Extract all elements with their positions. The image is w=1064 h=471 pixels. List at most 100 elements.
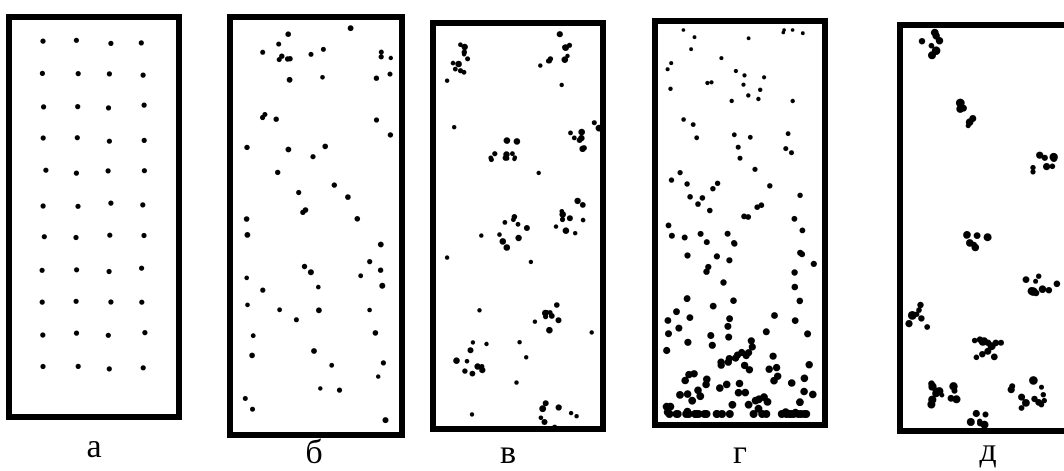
dot [75, 135, 80, 140]
dot [688, 397, 696, 405]
dot [801, 410, 809, 418]
dot [1029, 376, 1038, 385]
dot [543, 400, 549, 406]
dot [703, 376, 711, 384]
dot [260, 288, 265, 293]
dot [687, 194, 693, 200]
dot [694, 387, 702, 395]
dot [977, 420, 983, 426]
dot [767, 183, 772, 188]
dot [455, 61, 462, 68]
dot [106, 168, 111, 173]
dot [557, 31, 563, 37]
dot [503, 220, 508, 225]
dot [717, 359, 724, 366]
dot [379, 54, 384, 59]
dot [556, 404, 562, 410]
dot [568, 131, 573, 136]
dot [801, 375, 809, 383]
dot [732, 241, 738, 247]
dot [381, 360, 386, 365]
panel-b [227, 14, 405, 438]
dot [484, 342, 488, 346]
dot [931, 29, 939, 37]
dot [479, 233, 483, 237]
dot [309, 52, 314, 57]
dot [927, 401, 935, 409]
dot [321, 47, 326, 52]
dot [243, 396, 248, 401]
dot [684, 296, 691, 303]
dot [581, 218, 586, 223]
dot [142, 138, 147, 143]
dot [716, 384, 724, 392]
dot [549, 313, 555, 319]
dot [725, 358, 732, 365]
dot [732, 132, 737, 137]
dot [42, 234, 47, 239]
dot [373, 330, 379, 336]
dot [755, 395, 763, 403]
dot [388, 132, 393, 137]
dot [741, 214, 747, 220]
dot [141, 365, 146, 370]
dot [743, 352, 750, 359]
dot [75, 104, 80, 109]
dot [800, 228, 806, 234]
dot [513, 155, 517, 159]
dot [972, 338, 978, 344]
dot [76, 71, 81, 76]
dot [106, 105, 111, 110]
dot [681, 117, 686, 122]
dot [729, 401, 737, 409]
dot [497, 232, 502, 237]
dot [277, 307, 282, 312]
dot [678, 170, 683, 175]
dot [974, 355, 980, 361]
dot [663, 403, 671, 411]
dot [529, 260, 533, 264]
dot [543, 314, 548, 319]
dot [967, 418, 975, 426]
dot [724, 323, 731, 330]
dot [1046, 287, 1052, 293]
dot [741, 83, 745, 87]
dot [300, 210, 305, 215]
dot [140, 202, 145, 207]
dot [107, 233, 112, 238]
dot [725, 231, 731, 237]
dot [577, 137, 583, 143]
dot [294, 317, 299, 322]
dot [107, 139, 112, 144]
dot [1042, 155, 1048, 161]
dot [933, 387, 939, 393]
dot [963, 231, 971, 239]
panel-g [652, 18, 828, 428]
dot [567, 43, 572, 48]
dot [669, 233, 675, 239]
dot [445, 255, 449, 259]
dot [332, 182, 337, 187]
dot [756, 97, 760, 101]
dot [1039, 285, 1047, 293]
dot [378, 268, 383, 273]
dot [40, 39, 45, 44]
dot [285, 31, 291, 37]
dot [792, 216, 798, 222]
dot [108, 41, 113, 46]
dot [569, 411, 573, 415]
dot [956, 99, 965, 108]
dot [470, 371, 476, 377]
dot [691, 122, 696, 127]
dot [684, 252, 690, 258]
dot [40, 71, 45, 76]
dot [745, 401, 753, 409]
dot [514, 138, 521, 145]
dot [1018, 394, 1025, 401]
dot [41, 135, 46, 140]
dot [687, 314, 694, 321]
dot [260, 50, 265, 55]
dot [762, 75, 766, 79]
dot [308, 269, 314, 275]
dot [762, 410, 770, 418]
